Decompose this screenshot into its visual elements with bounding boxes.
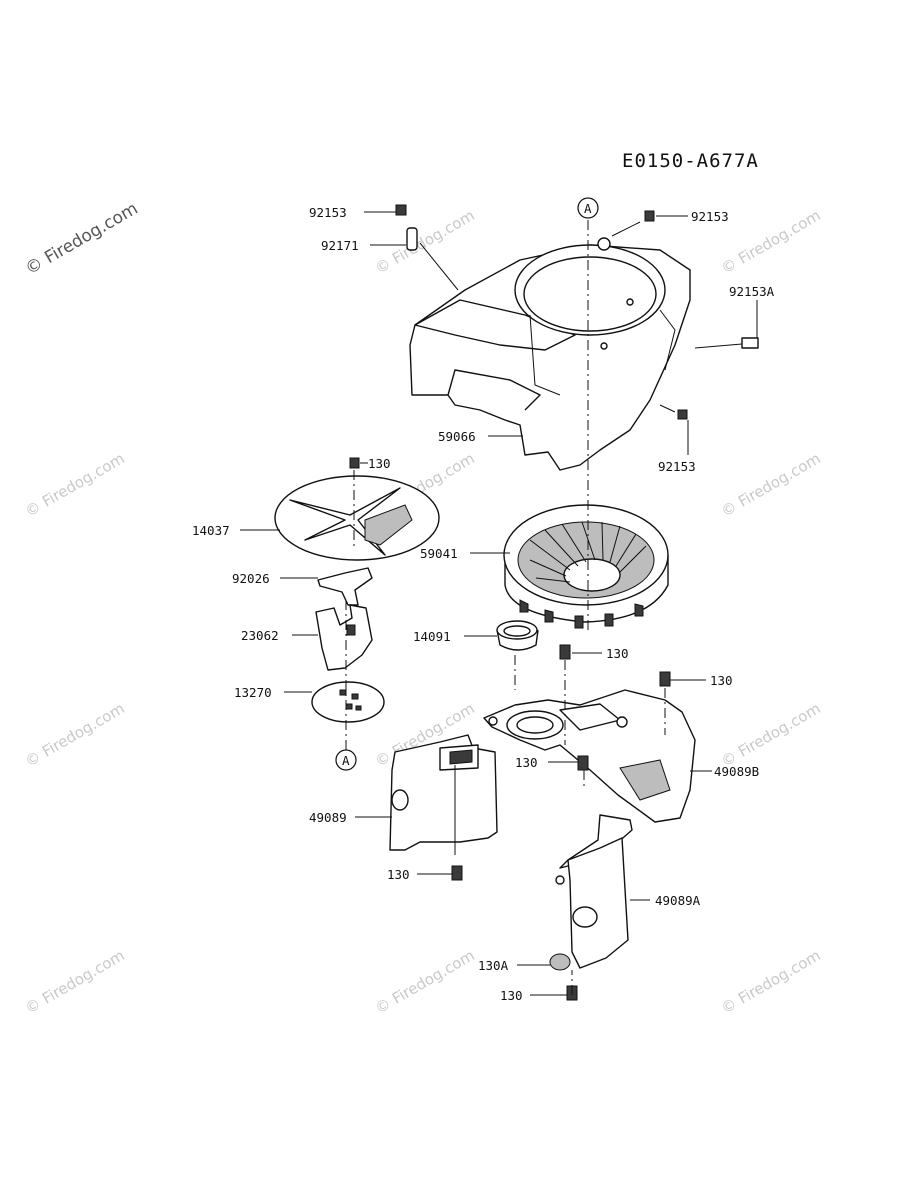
fan-plate — [311, 681, 385, 723]
lower-baffle-left — [389, 734, 498, 855]
part-number-label: 92153A — [729, 284, 775, 299]
part-number-label: 130 — [606, 646, 629, 661]
part-number-label: 59066 — [438, 429, 476, 444]
part-number-label: 130 — [515, 755, 538, 770]
diagram-code: E0150-A677A — [622, 150, 759, 172]
lower-baffle-right — [483, 689, 696, 823]
collar — [496, 620, 539, 651]
part-number-label: 13270 — [234, 685, 272, 700]
part-number-label: 92153 — [691, 209, 729, 224]
part-number-label: 14091 — [413, 629, 451, 644]
part-number-label: 59041 — [420, 546, 458, 561]
part-number-label: 92153 — [309, 205, 347, 220]
part-number-label: 130 — [500, 988, 523, 1003]
svg-text:A: A — [584, 201, 592, 216]
part-number-label: 130 — [368, 456, 391, 471]
part-number-label: 49089B — [714, 764, 759, 779]
part-number-label: 130 — [710, 673, 733, 688]
bracket — [315, 604, 373, 671]
reference-mark-top: A — [577, 197, 599, 219]
part-number-label: 49089A — [655, 893, 701, 908]
bolt-icon — [349, 204, 759, 1001]
part-number-label: 14037 — [192, 523, 230, 538]
part-number-label: 23062 — [241, 628, 279, 643]
rotating-screen — [274, 470, 440, 561]
flywheel-fan — [503, 504, 669, 629]
part-number-label: 130 — [387, 867, 410, 882]
svg-text:A: A — [342, 753, 350, 768]
part-number-label: 92026 — [232, 571, 270, 586]
lower-baffle-front — [555, 814, 633, 969]
screen-bracket-plate — [317, 567, 373, 606]
part-number-label: 130A — [478, 958, 509, 973]
part-number-label: 92153 — [658, 459, 696, 474]
fan-housing-shroud — [409, 237, 691, 471]
part-number-label: 92171 — [321, 238, 359, 253]
part-number-label: 49089 — [309, 810, 347, 825]
reference-mark-bottom: A — [335, 749, 357, 771]
